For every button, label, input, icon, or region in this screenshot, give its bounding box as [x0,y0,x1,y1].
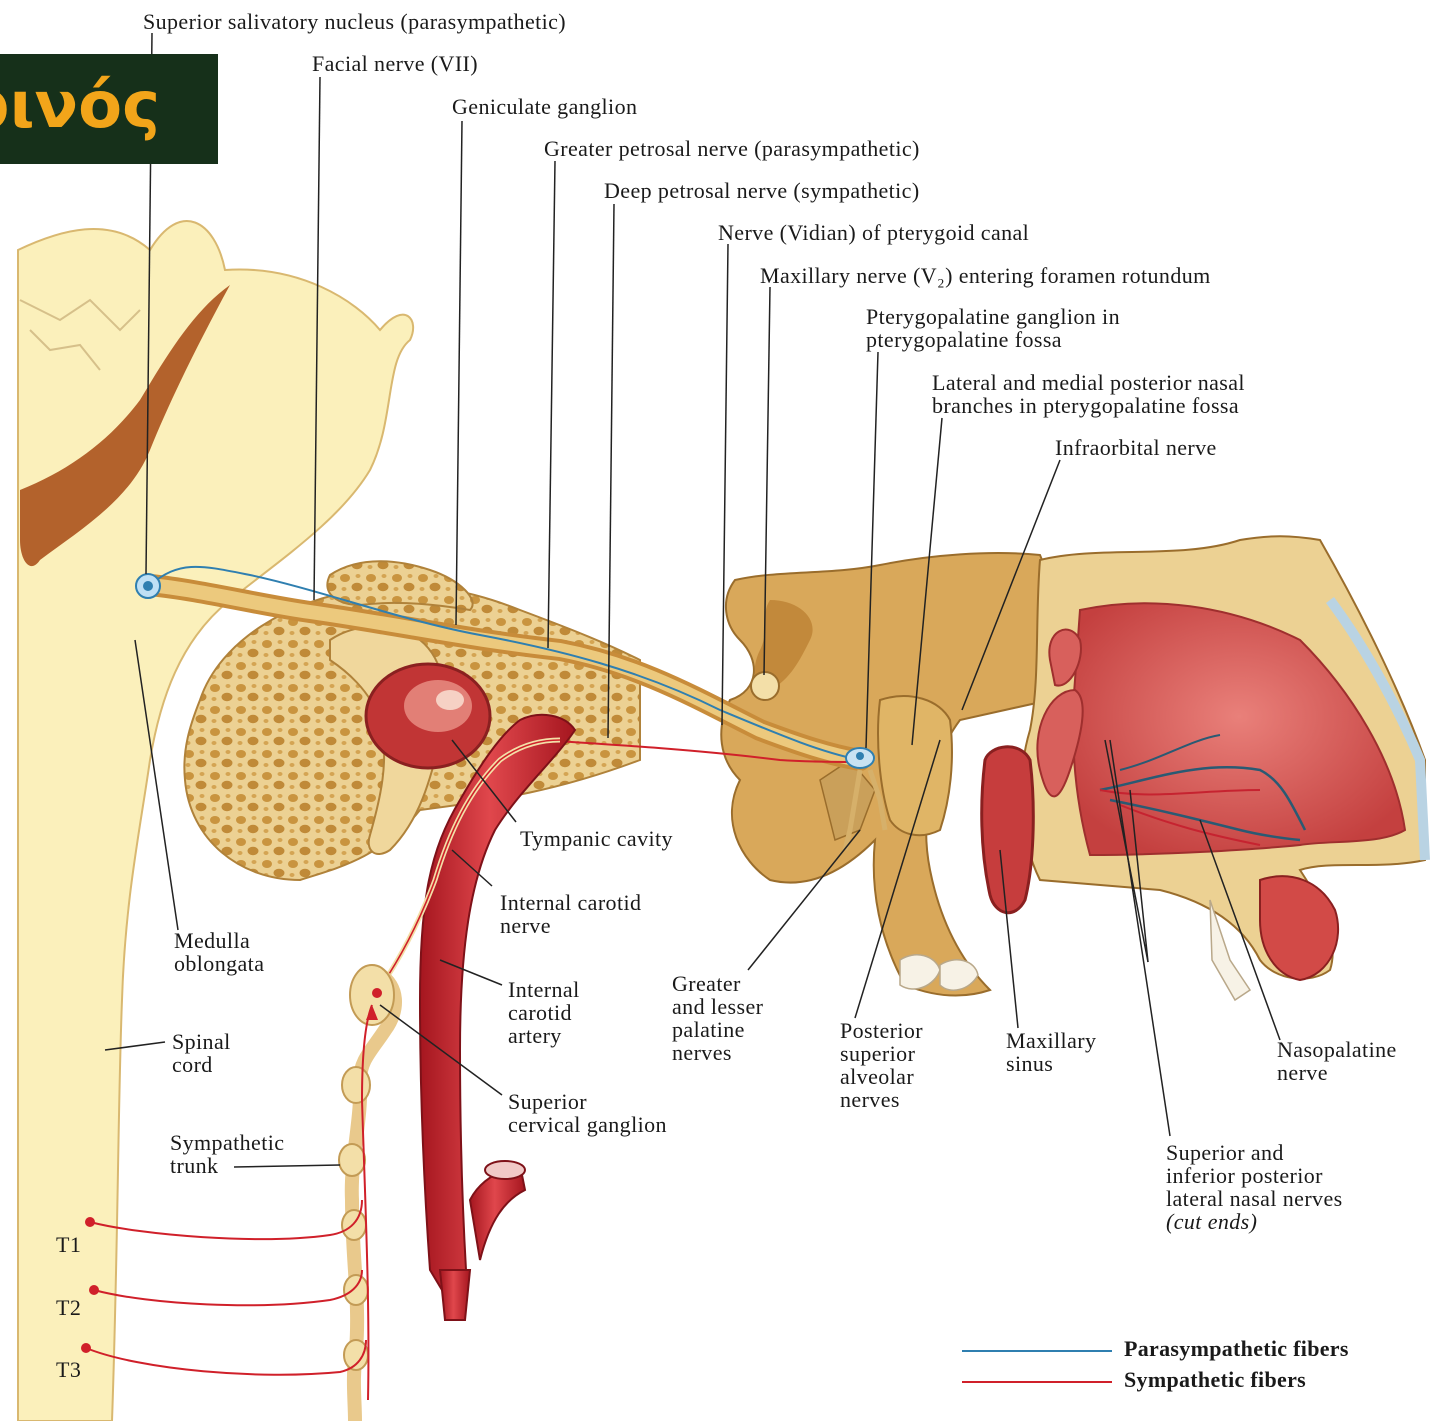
preganglionic-fibers [81,1200,366,1375]
salivatory-nucleus [136,574,160,598]
label-palatine-nerves: Greater and lesser palatine nerves [672,972,763,1064]
label-medulla-oblongata: Medulla oblongata [174,929,264,975]
label-nasopalatine-nerve: Nasopalatine nerve [1277,1038,1397,1084]
label-geniculate-ganglion: Geniculate ganglion [452,95,637,118]
legend-parasympathetic: Parasympathetic fibers [962,1336,1392,1366]
label-posterior-superior-alveolar-nerves: Posterior superior alveolar nerves [840,1019,923,1111]
label-maxillary-sinus: Maxillary sinus [1006,1029,1096,1075]
label-greater-petrosal-nerve: Greater petrosal nerve (parasympathetic) [544,137,920,160]
label-deep-petrosal-nerve: Deep petrosal nerve (sympathetic) [604,179,920,202]
label-vidian-nerve: Nerve (Vidian) of pterygoid canal [718,221,1029,244]
legend-sympathetic: Sympathetic fibers [962,1367,1392,1397]
legend-label-sympathetic: Sympathetic fibers [1124,1367,1306,1393]
label-t2: T2 [56,1296,81,1319]
label-tympanic-cavity: Tympanic cavity [520,827,673,850]
label-t3: T3 [56,1358,81,1381]
label-spinal-cord: Spinal cord [172,1030,231,1076]
label-lateral-nasal-nerves: Superior and inferior posterior lateral … [1166,1141,1343,1233]
label-pterygopalatine-ganglion: Pterygopalatine ganglion in pterygopalat… [866,305,1120,351]
label-sympathetic-trunk: Sympathetic trunk [170,1131,284,1177]
label-superior-cervical-ganglion: Superior cervical ganglion [508,1090,667,1136]
title-fragment: ɒινός [0,68,160,144]
label-facial-nerve: Facial nerve (VII) [312,52,478,75]
label-infraorbital-nerve: Infraorbital nerve [1055,436,1217,459]
legend-swatch-sympathetic [962,1381,1112,1383]
label-internal-carotid-artery: Internal carotid artery [508,978,580,1047]
label-posterior-nasal-branches: Lateral and medial posterior nasal branc… [932,371,1245,417]
label-internal-carotid-nerve: Internal carotid nerve [500,891,641,937]
legend-swatch-parasympathetic [962,1350,1112,1352]
title-box: ɒινός [0,54,218,164]
sympathetic-trunk [339,965,395,1421]
label-t1: T1 [56,1233,81,1256]
label-maxillary-nerve: Maxillary nerve (V₂) entering foramen ro… [760,264,1211,287]
legend-label-parasympathetic: Parasympathetic fibers [1124,1336,1349,1362]
label-superior-salivatory-nucleus: Superior salivatory nucleus (parasympath… [143,10,566,33]
nasal-region [982,536,1425,1000]
